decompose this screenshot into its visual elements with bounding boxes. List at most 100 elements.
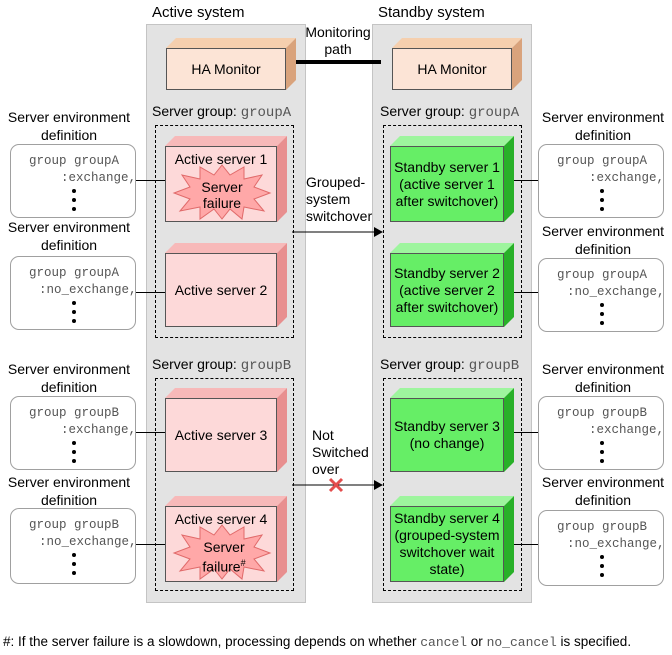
env-label-left-4: Server environment definition [0,473,138,509]
ellipsis-dot [72,189,76,193]
env-def-line2: :no_exchange, [39,283,137,297]
env-label-right-1: Server environment definition [534,108,672,144]
ellipsis-dot [72,310,76,314]
monitoring-path-line [295,60,381,64]
ellipsis-dot [72,562,76,566]
active-server-4-top [165,496,287,506]
standby-server-4-line3: switchover wait [399,544,495,560]
env-label-line1: Server environment [7,474,131,490]
group-label-prefix: Server group: [152,103,241,119]
standby-server-3-side [504,388,514,472]
failure-line2: failure [202,558,241,575]
cross-stroke-2 [328,477,344,493]
env-def-line2: :no_exchange, [567,285,665,299]
ellipsis-dot [600,441,604,445]
env-label-line1: Server environment [7,109,131,125]
cross-icon [328,477,344,493]
footnote-mark: # [240,558,246,568]
env-def-line2: :no_exchange, [567,537,665,551]
env-def-line1: group groupA [557,268,648,282]
env-def-right-4: group groupB :no_exchange, [538,510,665,586]
env-label-line1: Server environment [7,361,131,377]
env-def-line1: group groupB [29,518,120,532]
ellipsis-dot [72,319,76,323]
ha-monitor-standby: HA Monitor [392,38,522,90]
ellipsis-dot [72,198,76,202]
env-def-line2: :no_exchange, [39,535,137,549]
active-server-2: Active server 2 [165,243,287,327]
active-server-2-side [277,243,287,327]
env-label-line2: definition [40,127,98,143]
ha-monitor-active-front: HA Monitor [166,48,286,90]
not-switched-arrow [292,480,383,490]
env-def-left-3: group groupB :exchange, [10,396,136,470]
env-label-line1: Server environment [541,109,665,125]
failure-line2-wrap: failure# [194,555,254,575]
standby-server-4-line2: (grouped-system [394,527,500,543]
standby-server-2-top [390,243,514,253]
group-name: groupA [468,105,520,121]
active-server-3-front: Active server 3 [165,398,277,472]
connector-right-2 [514,292,538,293]
active-system-title: Active system [152,4,245,21]
connector-left-4 [136,544,165,545]
ellipsis-dot [600,198,604,202]
env-label-left-1: Server environment definition [0,108,138,144]
ha-monitor-active-top [166,38,296,48]
standby-server-1: Standby server 1 (active server 1 after … [390,136,514,222]
active-server-3-side [277,388,287,472]
standby-server-1-side [504,136,514,222]
ha-monitor-standby-top [392,38,522,48]
standby-server-2-line2: (active server 2 [399,281,495,298]
standby-server-3-line2: (no change) [409,435,485,451]
server-failure-text-4: Server failure# [194,539,254,575]
grouped-switchover-line1: Grouped- [306,174,366,190]
ellipsis-dot [600,459,604,463]
env-label-right-4: Server environment definition [534,473,672,509]
ellipsis-dot [600,555,604,559]
standby-server-3-front: Standby server 3 (no change) [390,398,504,472]
ha-monitor-standby-front: HA Monitor [392,48,512,90]
ellipsis-dot [600,303,604,307]
monitoring-path-line2: path [324,41,352,57]
env-label-line1: Server environment [541,361,665,377]
ellipsis-dot [72,459,76,463]
standby-server-4: Standby server 4 (grouped-system switcho… [390,496,514,582]
env-def-left-2: group groupA :no_exchange, [10,256,137,330]
connector-right-3 [514,432,538,433]
group-label-prefix: Server group: [152,356,241,372]
group-label-active-b: Server group: groupB [152,356,291,374]
standby-server-1-top [390,136,514,146]
standby-server-1-line2: (active server 1 [399,175,495,192]
switchover-arrow [292,227,383,237]
failure-line2: failure [202,195,242,211]
env-def-right-3: group groupB :exchange, [538,396,664,470]
connector-left-3 [136,432,165,433]
standby-server-1-line3: after switchover) [395,192,499,209]
env-label-line2: definition [574,127,632,143]
monitoring-path-line1: Monitoring [305,24,371,40]
connector-right-4 [514,544,538,545]
active-server-4-label: Active server 4 [174,511,268,527]
env-def-left-1: group groupA :exchange, [10,144,136,218]
env-def-line2: :exchange, [61,423,137,437]
ellipsis-dot [600,321,604,325]
env-def-left-4: group groupB :no_exchange, [10,508,137,584]
ellipsis-dot [600,312,604,316]
not-switched-line2: Switched [312,444,369,460]
env-def-line2: :exchange, [589,171,665,185]
active-server-3-top [165,388,287,398]
connector-left-2 [136,292,165,293]
env-label-line2: definition [40,237,98,253]
not-switched-line1: Not [312,427,334,443]
standby-server-4-front: Standby server 4 (grouped-system switcho… [390,506,504,582]
not-switched-label: Not Switched over [312,427,369,478]
env-def-line2: :exchange, [589,423,665,437]
failure-line1: Server [201,179,243,195]
ellipsis-dot [72,450,76,454]
ha-monitor-standby-label: HA Monitor [417,60,487,77]
burst-shape [172,164,272,220]
failure-line1: Server [203,539,245,555]
standby-server-2-front: Standby server 2 (active server 2 after … [390,253,504,327]
connector-right-1 [514,180,538,181]
